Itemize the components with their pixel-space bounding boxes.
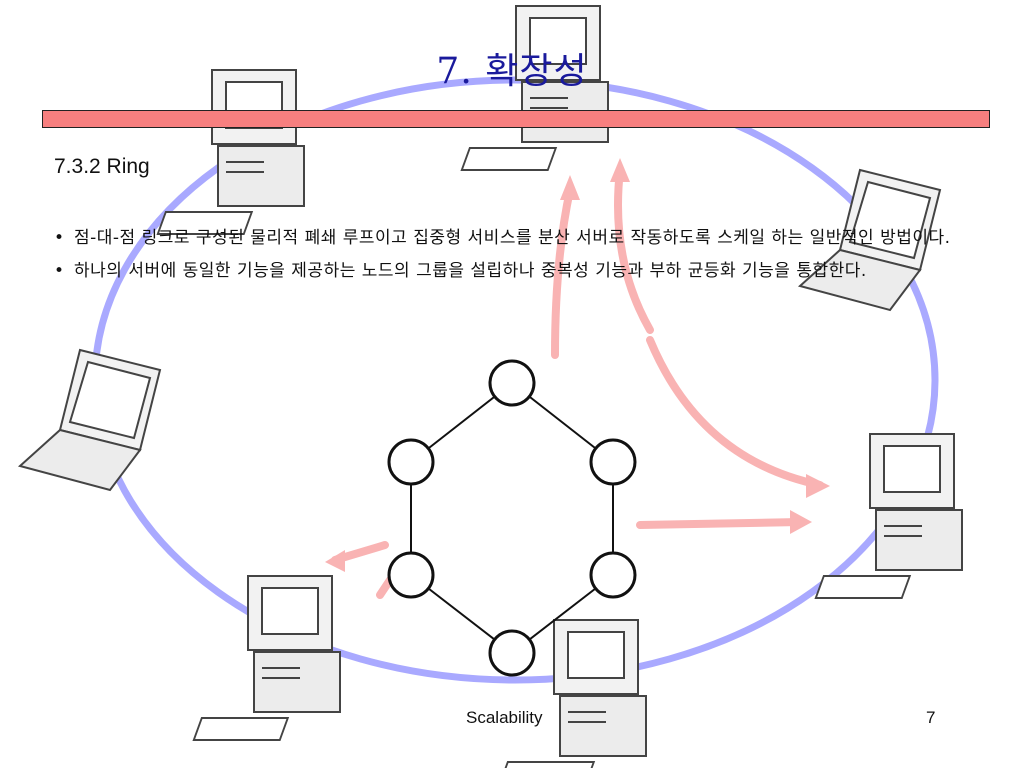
flow-arrows — [331, 166, 824, 599]
slide-title: 7. 확장성 — [436, 51, 588, 92]
title-divider-bar — [42, 110, 990, 128]
desktop-computer-icon — [192, 575, 341, 741]
bullet-item: 하나의 서버에 동일한 기능을 제공하는 노드의 그룹을 설립하나 중복성 기능… — [52, 259, 982, 284]
bullet-item: 점-대-점 링크로 구성된 물리적 폐쇄 루프이고 집중형 서비스를 분산 서버… — [52, 226, 982, 251]
laptop-computer-icon — [19, 349, 161, 491]
page-number: 7 — [926, 708, 936, 727]
desktop-computer-icon — [156, 69, 305, 235]
footer-text: Scalability — [466, 708, 543, 727]
flow-arrowheads — [325, 158, 830, 572]
section-heading: 7.3.2 Ring — [54, 155, 150, 178]
bullet-list: 점-대-점 링크로 구성된 물리적 폐쇄 루프이고 집중형 서비스를 분산 서버… — [52, 226, 982, 292]
node-graph — [387, 359, 637, 677]
